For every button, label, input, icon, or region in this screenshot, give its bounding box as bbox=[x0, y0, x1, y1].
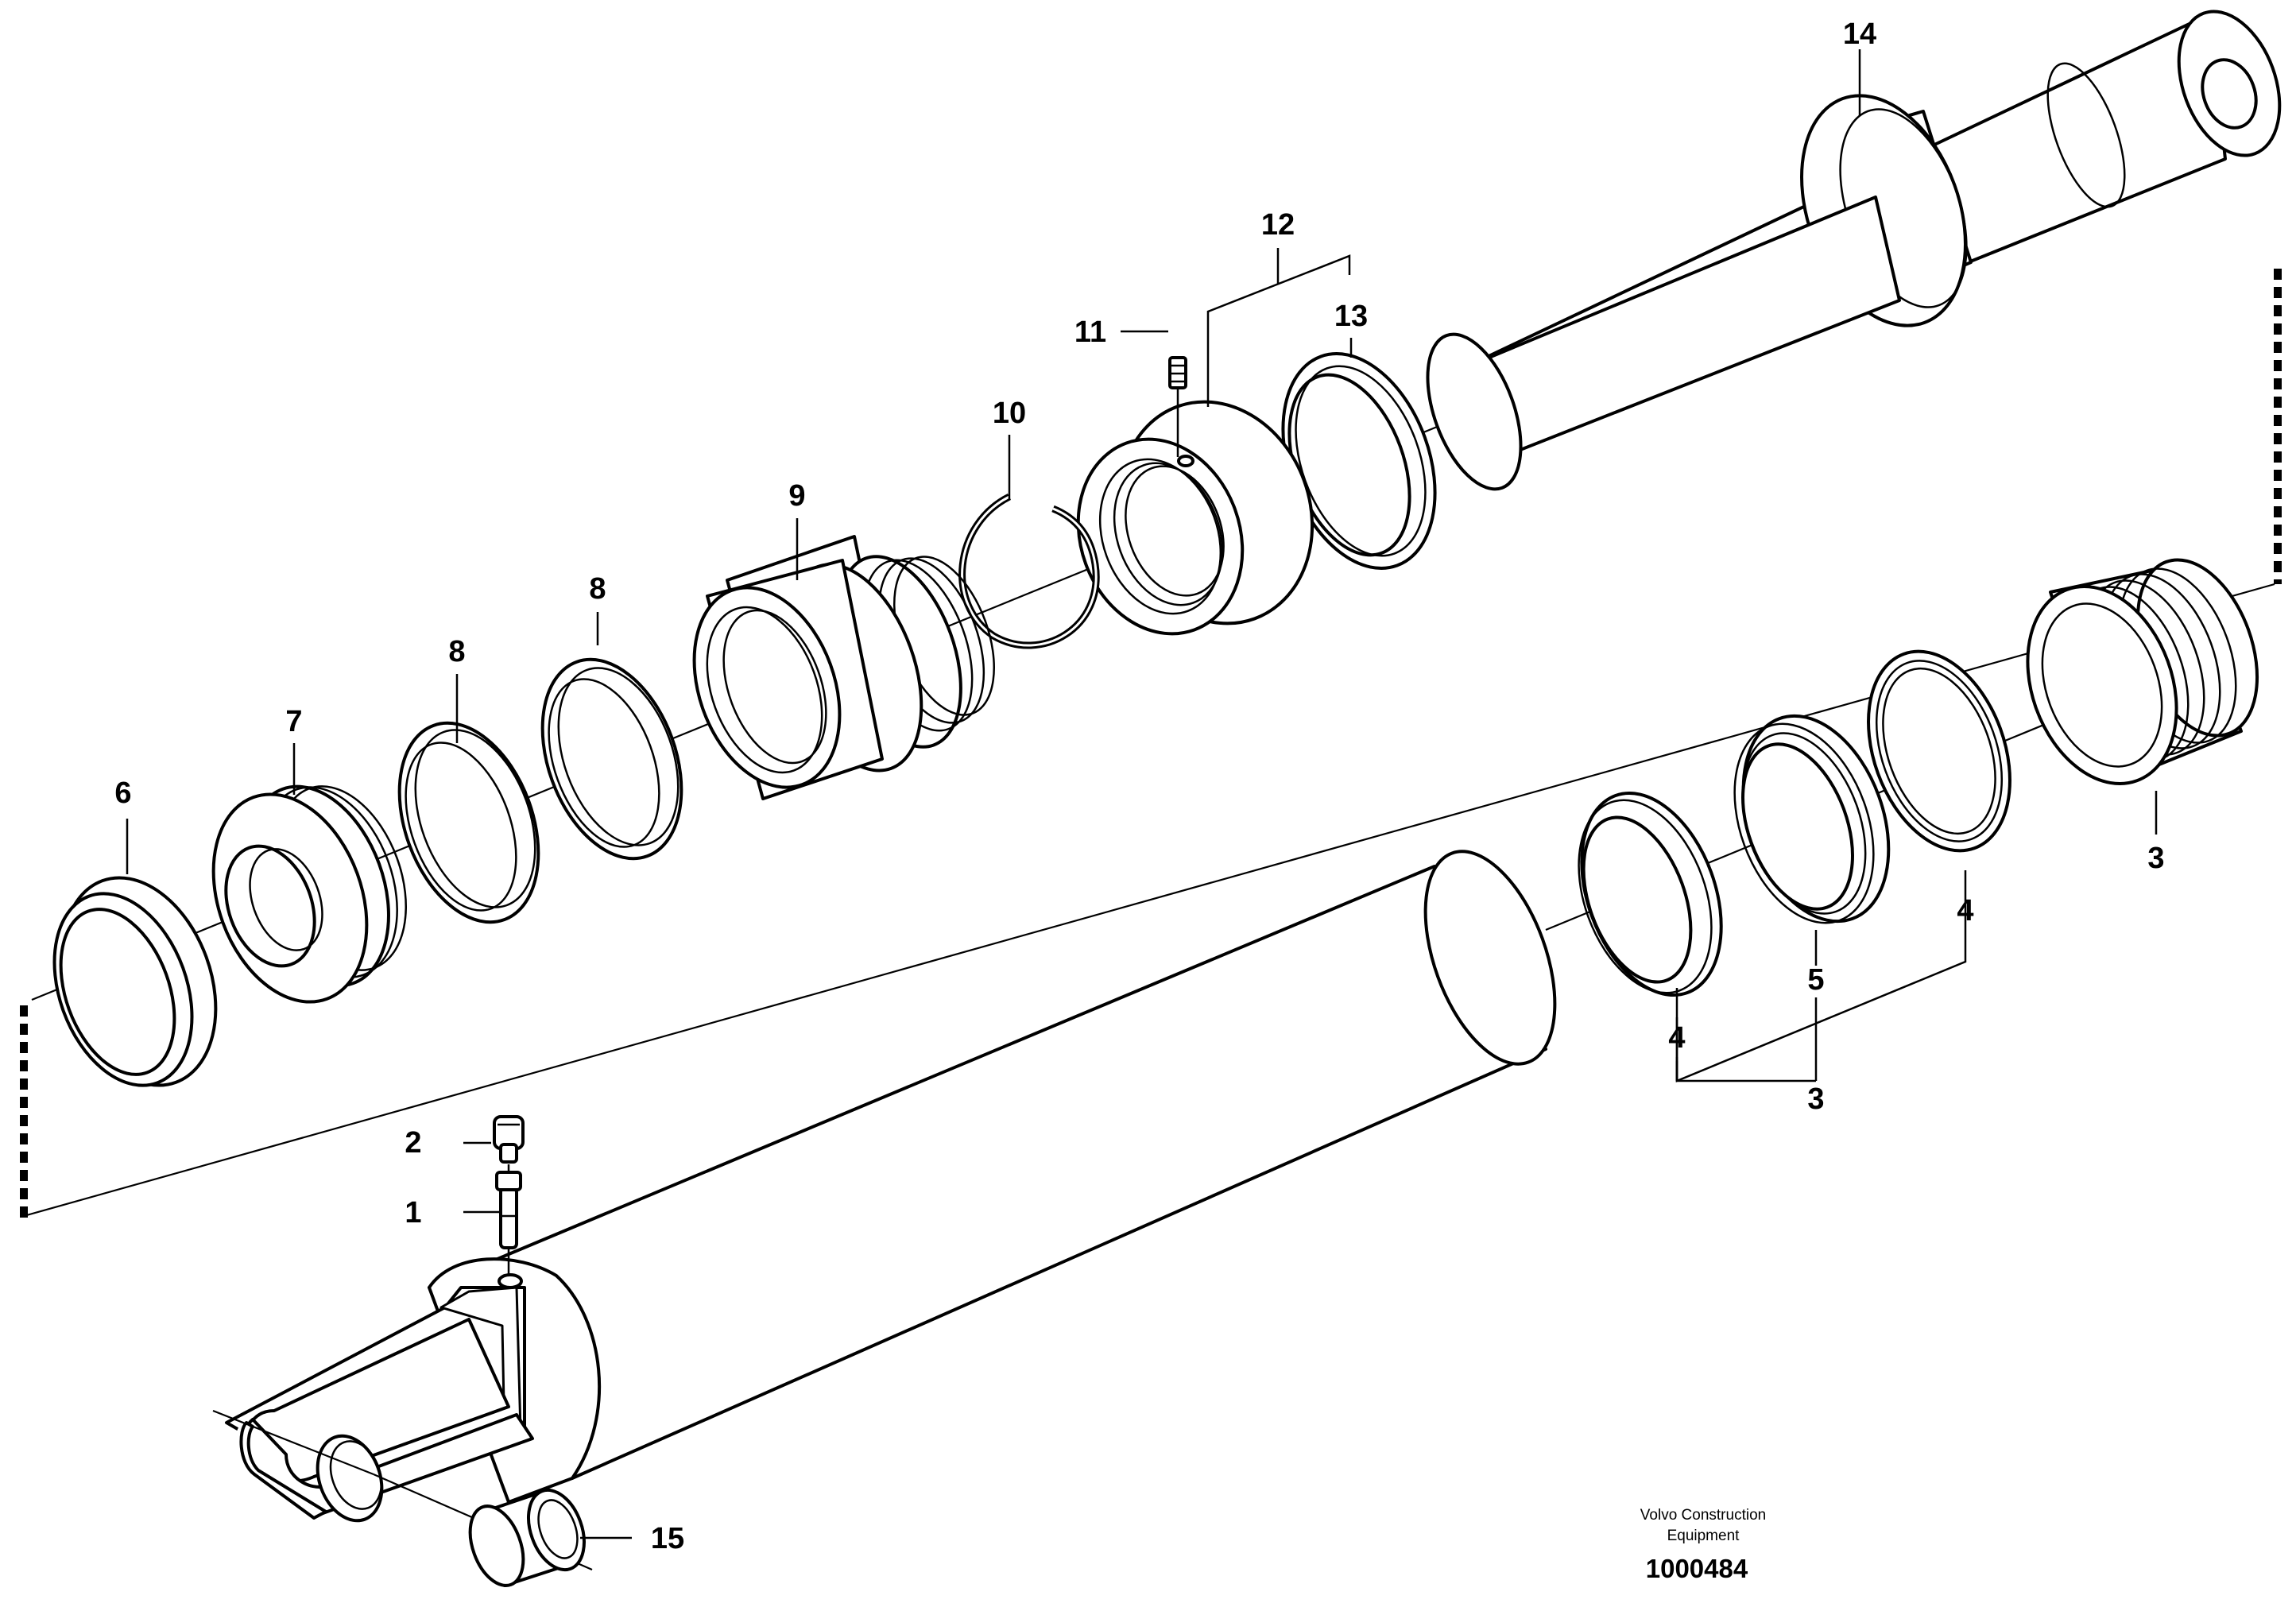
grease-nipple-1 bbox=[495, 1171, 522, 1276]
cap-2 bbox=[493, 1115, 525, 1172]
callout-7: 7 bbox=[285, 705, 302, 738]
callout-4-left: 4 bbox=[1668, 1021, 1685, 1055]
seal-5 bbox=[1733, 714, 1891, 924]
callout-14: 14 bbox=[1843, 17, 1876, 51]
callout-3-seal-kit: 3 bbox=[1807, 1082, 1824, 1116]
brand-line-1: Volvo Construction bbox=[1640, 1507, 1766, 1524]
callout-12: 12 bbox=[1261, 208, 1295, 242]
cylinder-tube bbox=[212, 850, 1557, 1571]
ring-4-right bbox=[1867, 649, 2011, 853]
callout-13: 13 bbox=[1334, 300, 1368, 333]
brand-line-2: Equipment bbox=[1667, 1528, 1740, 1544]
set-screw-11 bbox=[1168, 356, 1187, 457]
piston-3 bbox=[2026, 558, 2259, 785]
callout-8-right: 8 bbox=[589, 572, 606, 606]
lower-pin-axis bbox=[212, 1409, 374, 1476]
piston-ring-7 bbox=[211, 784, 407, 1004]
callout-9: 9 bbox=[788, 479, 805, 513]
footer: Volvo Construction Equipment 1000484 bbox=[1640, 1507, 1766, 1583]
callout-1: 1 bbox=[405, 1196, 421, 1230]
wiper-ring-6 bbox=[52, 876, 218, 1087]
guide-bushing-9 bbox=[692, 535, 995, 800]
cylinder-head-12 bbox=[1076, 400, 1314, 636]
callout-3-piston: 3 bbox=[2147, 842, 2164, 875]
callout-10: 10 bbox=[993, 397, 1026, 430]
callout-11: 11 bbox=[1074, 316, 1106, 349]
callout-4-right: 4 bbox=[1957, 894, 1973, 927]
callout-8-left: 8 bbox=[448, 635, 465, 668]
ring-8-right bbox=[540, 657, 683, 861]
ring-4-left bbox=[1578, 791, 1723, 997]
callout-15: 15 bbox=[651, 1522, 684, 1555]
callout-6: 6 bbox=[114, 776, 131, 810]
callout-labels: 1 2 3 3 4 4 5 6 7 8 8 9 10 11 12 13 14 1… bbox=[114, 17, 2164, 1555]
callout-5: 5 bbox=[1807, 963, 1824, 997]
retaining-ring-10 bbox=[958, 493, 1100, 649]
leader-lines bbox=[126, 49, 2158, 1539]
document-number: 1000484 bbox=[1646, 1554, 1748, 1583]
piston-rod bbox=[1426, 10, 2282, 491]
callout-2: 2 bbox=[405, 1126, 421, 1160]
ring-8-left bbox=[397, 721, 540, 924]
bushing-15 bbox=[468, 1488, 586, 1587]
